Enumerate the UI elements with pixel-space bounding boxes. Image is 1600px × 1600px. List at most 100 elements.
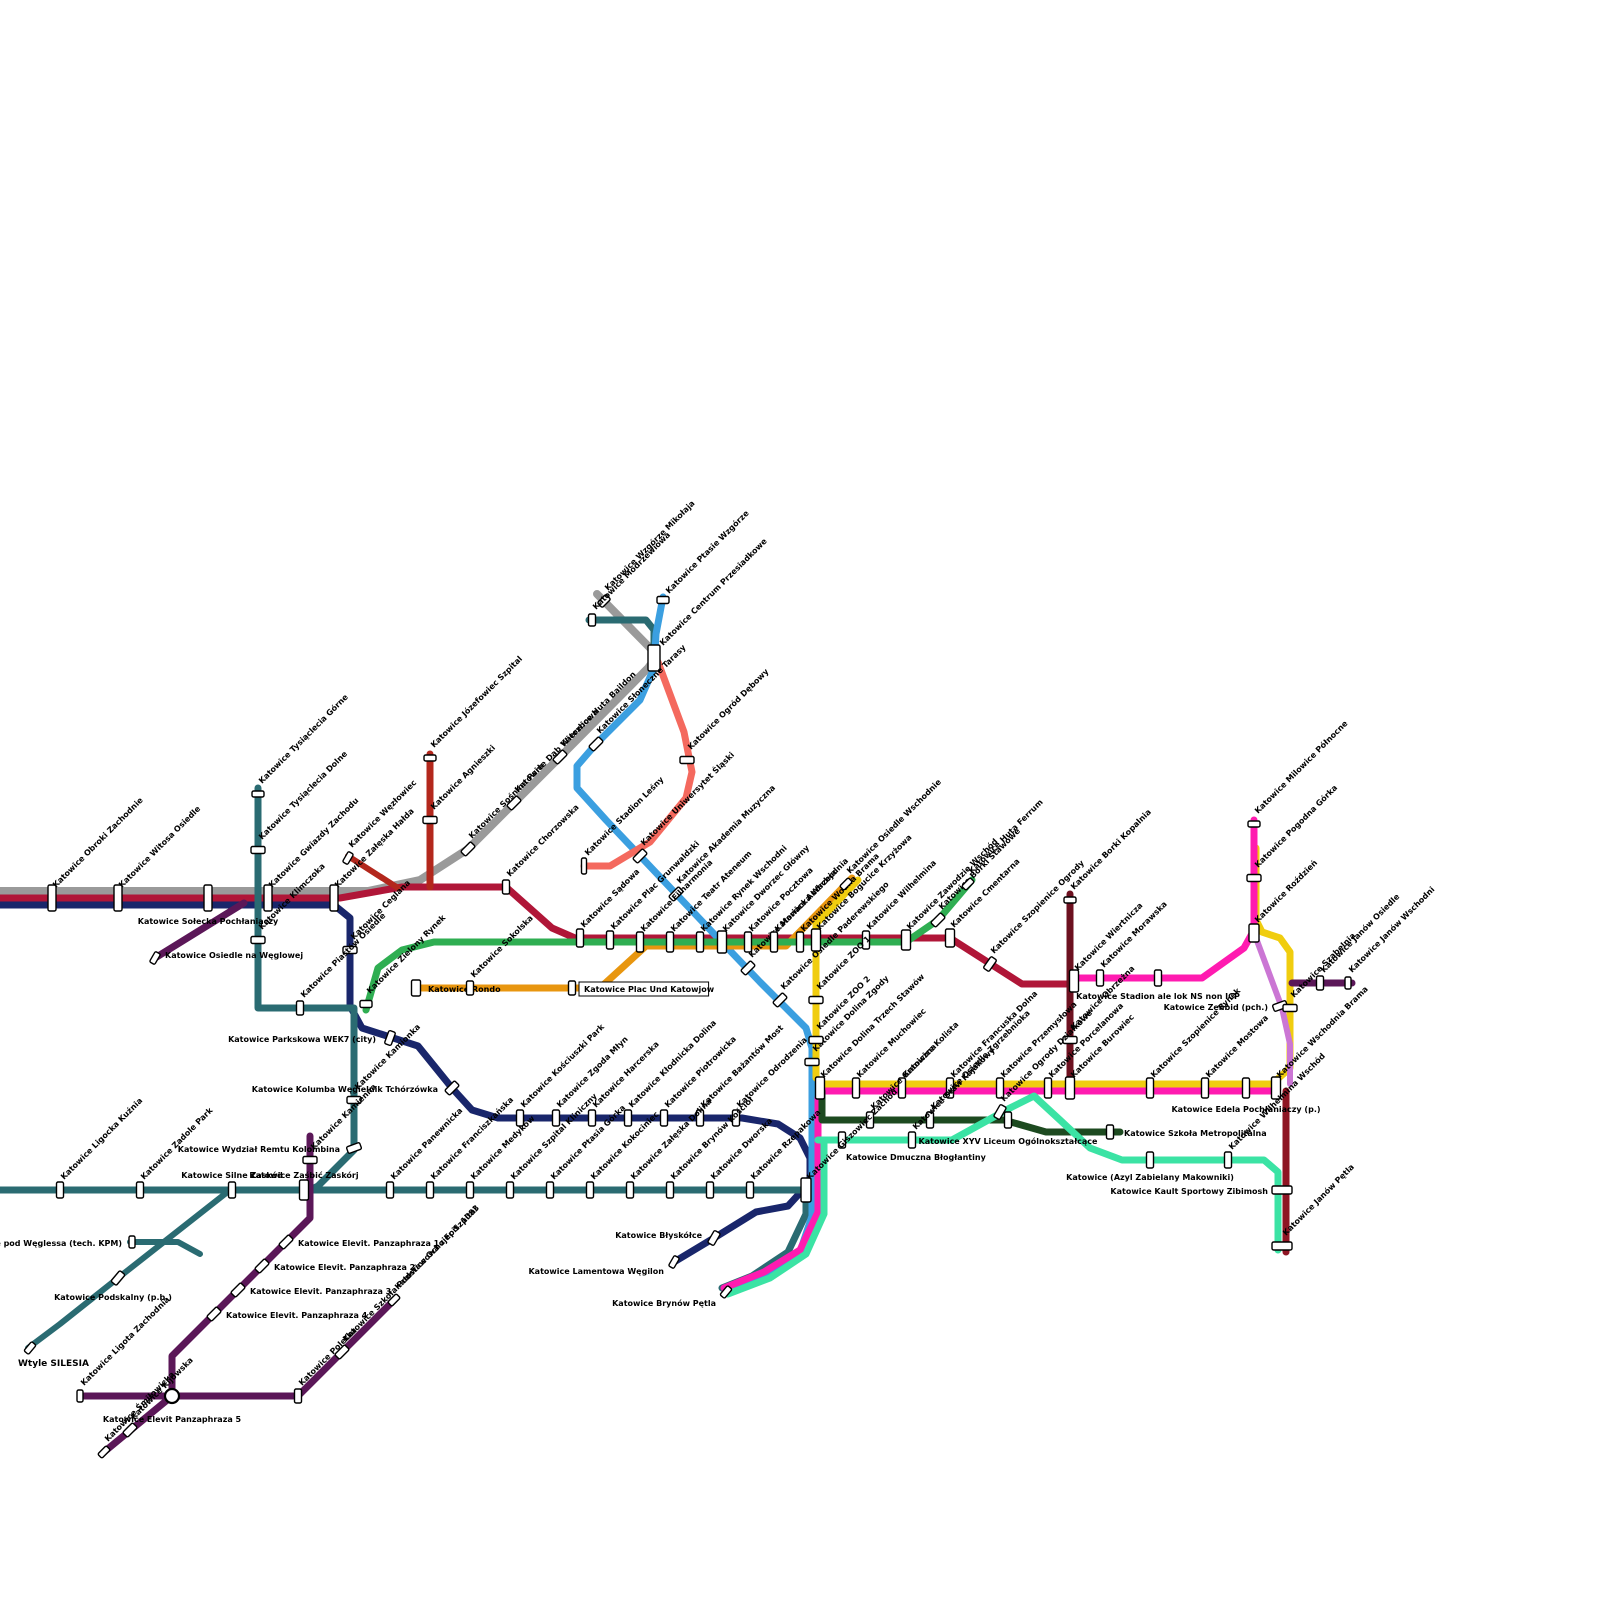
station-label: Katowice Milowice Północne bbox=[1252, 718, 1350, 816]
station-label: Katowice Borki Kopalnia bbox=[1069, 808, 1153, 892]
route-line-teal-stub bbox=[127, 1239, 203, 1257]
station-marker bbox=[695, 931, 705, 953]
station-marker bbox=[772, 992, 788, 1008]
station-marker bbox=[334, 1344, 350, 1360]
station-marker bbox=[1043, 1077, 1053, 1099]
station-marker bbox=[1223, 1151, 1233, 1169]
station-label: Katowice Stadion ale lok NS non ICP bbox=[1076, 992, 1240, 1001]
station-marker bbox=[1063, 896, 1077, 904]
station-marker bbox=[1246, 873, 1262, 883]
station-marker bbox=[567, 980, 577, 996]
station-marker bbox=[251, 790, 265, 798]
station-marker bbox=[278, 1234, 294, 1250]
route-line-red-diag bbox=[345, 853, 401, 891]
station-marker bbox=[465, 980, 475, 996]
station-marker bbox=[605, 930, 615, 950]
station-marker bbox=[930, 912, 946, 928]
station-label: Katowice Kault Sportowy Zibimosh bbox=[1110, 1187, 1268, 1196]
station-marker bbox=[1145, 1151, 1155, 1169]
station-marker bbox=[1095, 969, 1105, 987]
station-marker bbox=[250, 845, 266, 855]
station-marker bbox=[1064, 1076, 1076, 1100]
station-marker bbox=[1270, 1076, 1282, 1100]
station-marker bbox=[76, 1389, 84, 1403]
station-marker bbox=[635, 931, 645, 953]
station-marker bbox=[668, 1255, 680, 1269]
station-marker bbox=[743, 931, 753, 953]
station-label: Katowice Dmuczna Błogłantiny bbox=[846, 1153, 987, 1162]
station-marker bbox=[135, 1181, 145, 1199]
station-label: Katowice Huta Ferrum bbox=[967, 798, 1045, 876]
station-marker bbox=[254, 1258, 270, 1274]
station-marker bbox=[587, 613, 597, 627]
station-marker bbox=[23, 1341, 37, 1355]
station-marker bbox=[580, 857, 588, 875]
station-marker bbox=[263, 884, 273, 912]
station-label: Katowice Mostowa bbox=[1204, 1013, 1270, 1079]
station-marker bbox=[505, 1181, 515, 1199]
station-label: Katowice Harcerska bbox=[591, 1040, 661, 1110]
station-marker bbox=[769, 931, 779, 953]
station-marker bbox=[1271, 1241, 1293, 1251]
station-marker bbox=[647, 644, 661, 672]
station-marker bbox=[1315, 975, 1325, 991]
station-marker bbox=[625, 1181, 635, 1199]
station-label-box bbox=[578, 981, 710, 997]
station-marker bbox=[995, 1077, 1005, 1099]
station-marker bbox=[808, 1035, 824, 1045]
station-marker bbox=[501, 879, 511, 895]
station-label: Katowice Elevit. Panzaphraza 4 bbox=[226, 1311, 368, 1320]
station-marker bbox=[719, 1285, 733, 1299]
station-marker bbox=[1344, 976, 1352, 990]
station-marker bbox=[551, 1109, 561, 1127]
station-marker bbox=[422, 815, 438, 825]
station-marker bbox=[993, 1104, 1007, 1120]
station-marker bbox=[795, 931, 805, 953]
station-marker bbox=[206, 1306, 222, 1322]
station-marker bbox=[110, 1270, 126, 1286]
station-marker bbox=[1105, 1124, 1115, 1140]
route-line-navy bbox=[0, 901, 814, 1266]
station-marker bbox=[623, 1109, 633, 1127]
station-marker bbox=[425, 1181, 435, 1199]
station-marker bbox=[97, 1445, 111, 1459]
station-marker bbox=[745, 1181, 755, 1199]
station-label: Katowice Słoneczne Tarasy bbox=[595, 642, 688, 735]
station-marker bbox=[961, 877, 975, 891]
station-marker bbox=[945, 1077, 955, 1099]
station-label: Katowice XYV Liceum Ogólnokształcące bbox=[919, 1136, 1099, 1146]
station-label: Katowice Tysiąclecia Dolne bbox=[257, 749, 349, 841]
station-marker bbox=[345, 1142, 363, 1154]
station-label: Katowice Janów Pętla bbox=[1280, 1162, 1356, 1238]
station-label: Katowice Błyskółce bbox=[615, 1230, 702, 1240]
station-marker bbox=[1241, 1077, 1251, 1099]
station-label: Katowice Wydział Remtu Kolombina bbox=[178, 1145, 340, 1154]
station-marker bbox=[1003, 1111, 1013, 1129]
station-marker bbox=[552, 749, 568, 765]
station-marker bbox=[149, 951, 161, 965]
station-marker bbox=[387, 1293, 401, 1307]
station-marker bbox=[587, 1109, 597, 1127]
station-marker bbox=[250, 935, 266, 945]
station-marker bbox=[465, 1181, 475, 1199]
station-marker bbox=[444, 1080, 460, 1096]
station-marker bbox=[346, 1095, 362, 1105]
station-marker bbox=[460, 841, 476, 857]
station-marker bbox=[707, 1230, 721, 1246]
station-marker bbox=[668, 886, 684, 902]
station-marker bbox=[810, 928, 822, 952]
station-marker bbox=[716, 930, 728, 954]
station-marker bbox=[861, 930, 871, 950]
station-label: Katowice Szkoła Metropolitalna bbox=[1124, 1129, 1267, 1138]
route-line-salmon bbox=[580, 658, 696, 870]
station-marker bbox=[705, 1181, 715, 1199]
station-marker bbox=[128, 1235, 136, 1249]
station-label: Katowice Podskalny (p.b.) bbox=[54, 1293, 172, 1302]
station-label: Katowice Parkskowa WEK7 (city) bbox=[228, 1035, 376, 1044]
station-marker bbox=[588, 736, 604, 752]
station-label: Katowice Plac Und Katowjow bbox=[584, 985, 715, 994]
station-label: Katowice Osiedle na Węglowej bbox=[165, 951, 303, 960]
station-marker bbox=[1153, 969, 1163, 987]
station-marker bbox=[298, 1179, 310, 1201]
station-marker bbox=[47, 884, 57, 912]
